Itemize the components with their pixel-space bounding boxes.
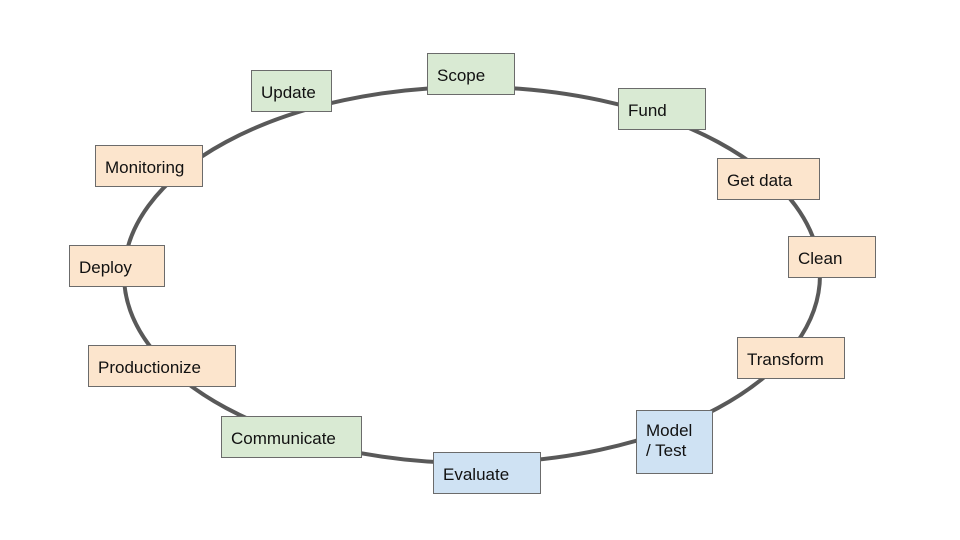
stage-model-test: Model / Test	[636, 410, 713, 474]
cycle-ring-path	[122, 85, 822, 465]
stage-evaluate: Evaluate	[433, 452, 541, 494]
stage-productionize: Productionize	[88, 345, 236, 387]
stage-scope: Scope	[427, 53, 515, 95]
stage-clean: Clean	[788, 236, 876, 278]
stage-get-data: Get data	[717, 158, 820, 200]
stage-communicate: Communicate	[221, 416, 362, 458]
stage-fund: Fund	[618, 88, 706, 130]
stage-update: Update	[251, 70, 332, 112]
stage-deploy: Deploy	[69, 245, 165, 287]
stage-monitoring: Monitoring	[95, 145, 203, 187]
stage-transform: Transform	[737, 337, 845, 379]
